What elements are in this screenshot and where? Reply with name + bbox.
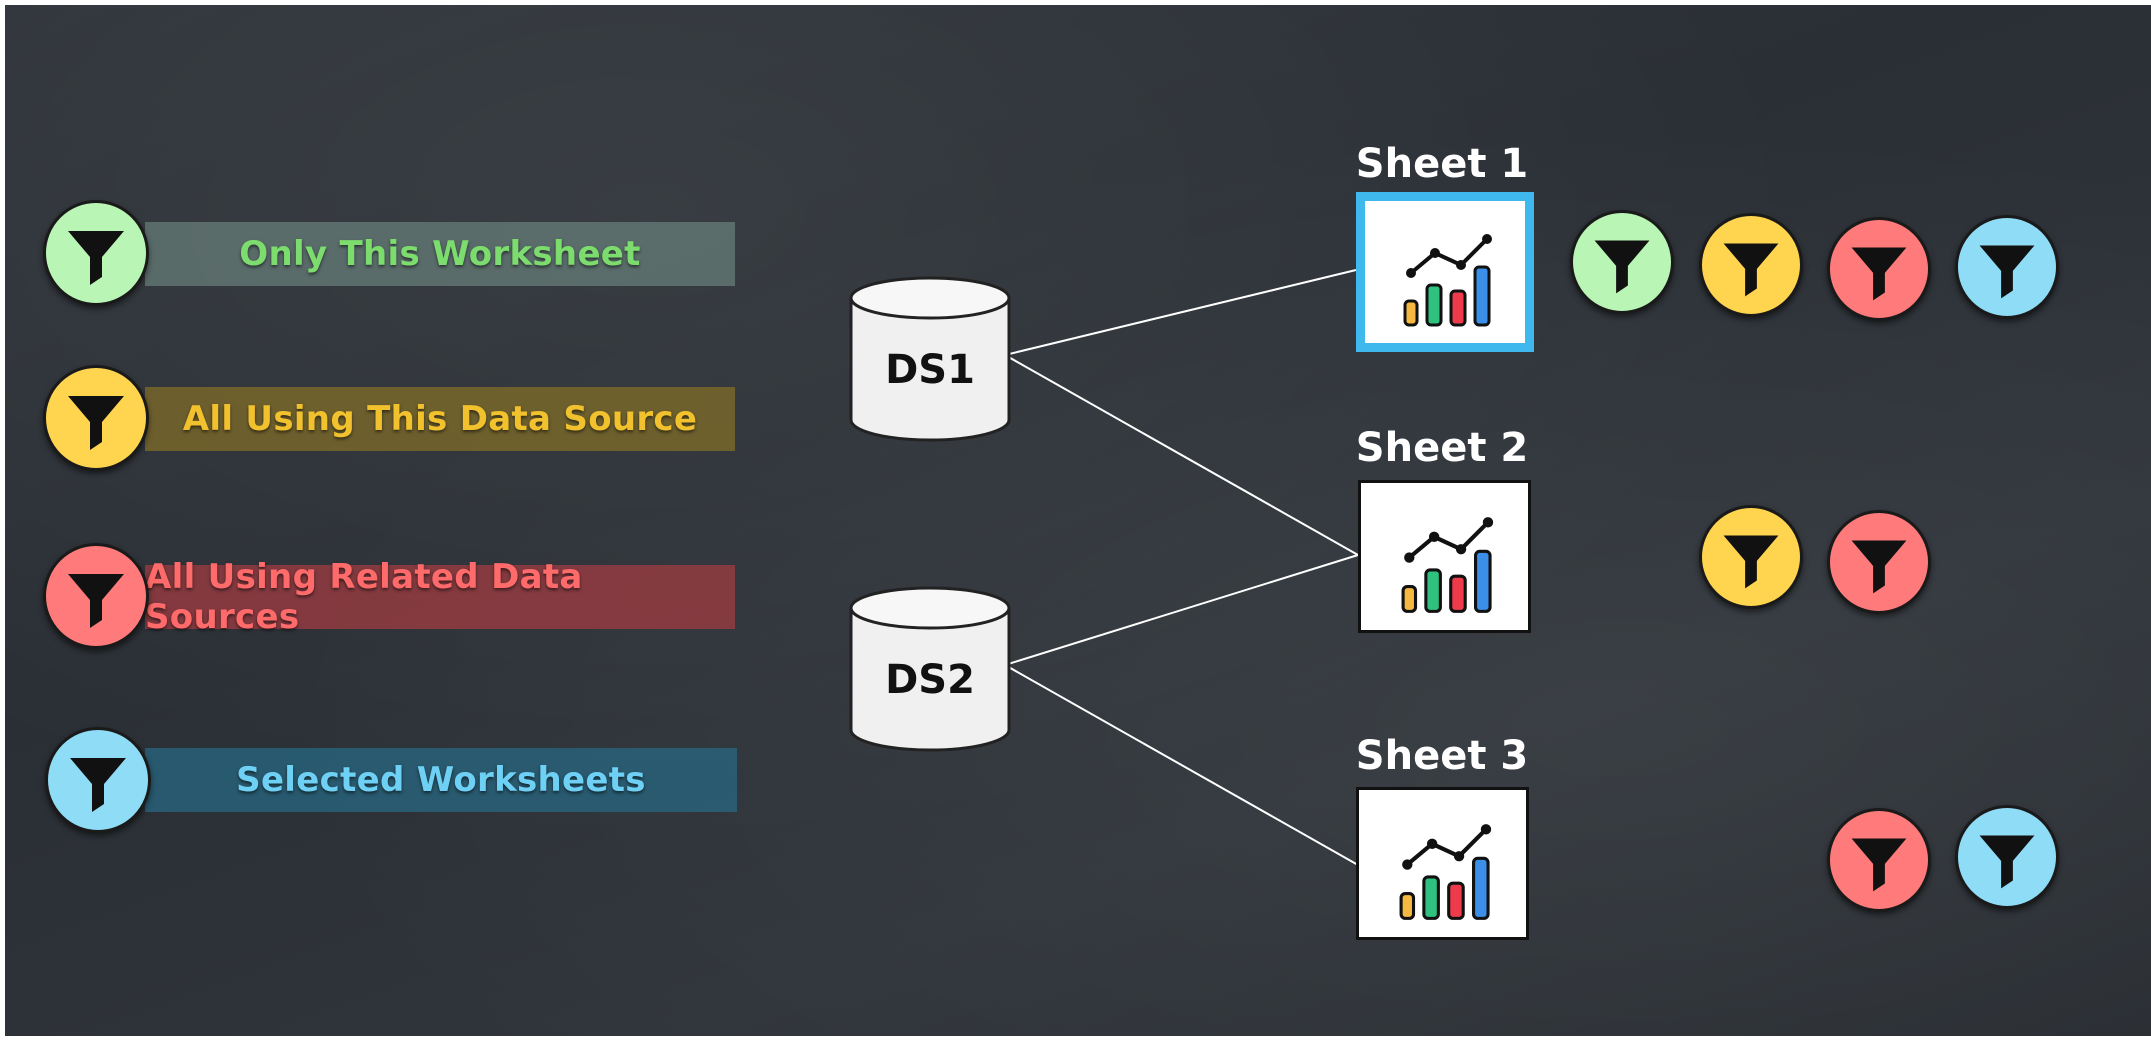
ds-label: DS2 (885, 657, 975, 703)
chart-icon (1399, 824, 1492, 920)
ds-label: DS1 (885, 347, 975, 393)
connection-ds1-sheet2 (1004, 354, 1359, 556)
filter-icon-yellow (43, 365, 149, 471)
connection-lines (1004, 269, 1359, 866)
chalkboard-background: Only This Worksheet All Using This Data … (5, 5, 2151, 1036)
sheet-title: Sheet 3 (1355, 733, 1529, 779)
filter-icon-blue (1955, 215, 2059, 319)
legend-bar-all-using-this-data-source: All Using This Data Source (145, 387, 735, 451)
filter-icon-red (1827, 808, 1931, 912)
filter-icon-red (43, 543, 149, 649)
sheet-card-3[interactable] (1356, 787, 1529, 940)
filter-icon-yellow (1699, 213, 1803, 317)
filter-icon-green (43, 200, 149, 306)
filter-icon-yellow (1699, 505, 1803, 609)
filter-icon-blue (1955, 805, 2059, 909)
filter-icon-blue (45, 727, 151, 833)
sheet-card-1[interactable] (1356, 192, 1534, 352)
legend-label: All Using Related Data Sources (145, 557, 583, 637)
legend-bar-selected-worksheets: Selected Worksheets (145, 748, 737, 812)
database-ds2: DS2 (849, 586, 1011, 752)
filter-icon-red (1827, 217, 1931, 321)
legend-label: Only This Worksheet (239, 234, 641, 274)
legend-bar-all-using-related-data-sources: All Using Related Data Sources (145, 557, 735, 637)
filter-icon-red (1827, 510, 1931, 614)
connection-ds2-sheet3 (1004, 664, 1359, 866)
legend-label: All Using This Data Source (182, 399, 698, 439)
legend-bar-only-this-worksheet: Only This Worksheet (145, 222, 735, 286)
filter-icon-green (1570, 210, 1674, 314)
database-ds1: DS1 (849, 276, 1011, 442)
chart-icon (1401, 517, 1494, 613)
sheet-title: Sheet 2 (1355, 425, 1529, 471)
legend-label: Selected Worksheets (236, 760, 646, 800)
sheet-card-2[interactable] (1358, 480, 1531, 633)
connection-ds2-sheet2 (1004, 554, 1359, 666)
connection-ds1-sheet1 (1004, 269, 1357, 356)
sheet-title: Sheet 1 (1355, 141, 1529, 187)
chart-icon (1403, 234, 1492, 327)
